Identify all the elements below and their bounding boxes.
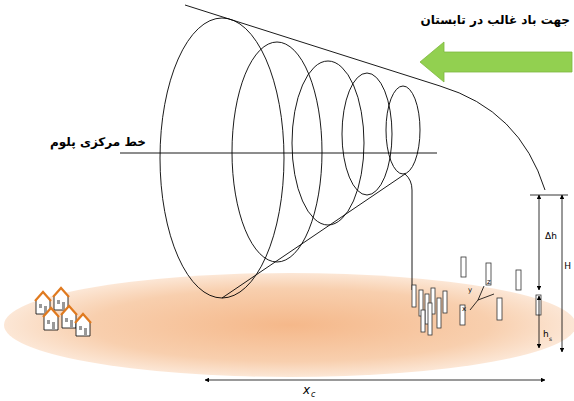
stack-height-label: h bbox=[543, 330, 549, 339]
house-roof bbox=[53, 288, 69, 297]
ground-area bbox=[4, 273, 574, 377]
wind-arrow bbox=[420, 42, 572, 82]
house-roof bbox=[43, 308, 59, 317]
centerline-label: خط مرکزی پلوم bbox=[50, 136, 146, 148]
axes bbox=[470, 286, 494, 310]
stacks bbox=[412, 257, 541, 335]
distance-label: x bbox=[303, 384, 310, 396]
house-icon bbox=[76, 314, 90, 336]
plume-centerline bbox=[120, 153, 437, 154]
houses bbox=[35, 288, 91, 336]
effective-height-label: H bbox=[564, 262, 571, 271]
house-roof bbox=[61, 306, 77, 315]
house-icon bbox=[62, 306, 76, 328]
dimension-lines bbox=[205, 195, 568, 380]
house-roof bbox=[75, 314, 91, 323]
house-window bbox=[79, 326, 82, 330]
house-icon bbox=[54, 288, 68, 310]
distance-subscript: c bbox=[311, 391, 315, 399]
house-window bbox=[39, 304, 42, 308]
house-roof bbox=[35, 292, 51, 301]
house-door bbox=[70, 320, 73, 328]
axis-label: x bbox=[462, 306, 466, 313]
house-door bbox=[84, 328, 87, 336]
house-door bbox=[52, 322, 55, 330]
house-window bbox=[57, 300, 60, 304]
axis-label: y bbox=[468, 287, 472, 294]
wind-direction-label: جهت باد غالب در تابستان bbox=[420, 14, 570, 26]
axis-label: z bbox=[487, 279, 491, 286]
house-window bbox=[65, 318, 68, 322]
house-door bbox=[62, 302, 65, 310]
plume-cone bbox=[160, 5, 545, 298]
house-window bbox=[47, 320, 50, 324]
plume-rise-label: Δh bbox=[545, 232, 557, 241]
stack-height-subscript: s bbox=[549, 336, 552, 342]
house-icon bbox=[44, 308, 58, 330]
